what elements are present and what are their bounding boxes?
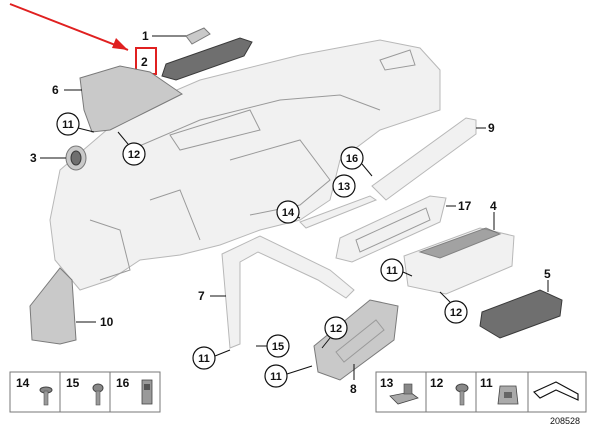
screw-12-icon — [455, 383, 469, 406]
profile-shape-icon — [532, 381, 579, 401]
callout-9: 9 — [488, 121, 495, 135]
box-label-11: 11 — [480, 376, 493, 390]
screw-15-icon — [92, 383, 104, 406]
callout-7: 7 — [198, 289, 205, 303]
part-7-pillar-trim — [221, 235, 355, 349]
clip-16-icon — [141, 379, 153, 405]
clip-13-icon — [389, 383, 419, 405]
svg-text:11: 11 — [62, 119, 74, 131]
callout-10: 10 — [100, 315, 114, 329]
part-9-trim-strip — [371, 117, 477, 201]
part-1-clip — [185, 27, 211, 45]
svg-text:14: 14 — [282, 207, 295, 219]
parts-box-group-left: 14 15 16 — [9, 371, 161, 413]
screw-14-icon — [39, 386, 53, 406]
svg-text:16: 16 — [346, 153, 358, 165]
callout-4: 4 — [490, 199, 497, 213]
callout-2: 2 — [141, 55, 148, 69]
circle-callout-11-c: 11 — [192, 346, 231, 370]
circle-callout-11-b: 11 — [380, 258, 413, 282]
svg-text:13: 13 — [338, 181, 350, 193]
red-arrow — [9, 3, 129, 51]
box-label-13: 13 — [380, 376, 394, 390]
svg-text:12: 12 — [450, 307, 462, 319]
svg-text:11: 11 — [270, 371, 282, 383]
circle-callout-14: 14 — [276, 200, 300, 224]
callout-5: 5 — [544, 267, 551, 281]
circle-callout-12-a: 12 — [117, 131, 146, 166]
callout-6: 6 — [52, 83, 59, 97]
circle-callout-15: 15 — [256, 334, 290, 358]
parts-box-group-right: 13 12 11 — [375, 371, 587, 413]
part-10-end-cap — [29, 267, 77, 345]
part-5-liner — [479, 289, 563, 339]
part-3-vent — [65, 145, 87, 171]
part-8-center-bracket — [313, 299, 399, 381]
circle-callout-12-b: 12 — [439, 291, 468, 324]
svg-text:12: 12 — [128, 149, 140, 161]
callout-3: 3 — [30, 151, 37, 165]
part-4-glovebox — [403, 227, 515, 295]
part-2-speaker-grille — [161, 37, 253, 81]
svg-text:12: 12 — [330, 323, 342, 335]
part-6-cover — [79, 65, 183, 133]
circle-callout-11-a: 11 — [56, 112, 95, 136]
box-label-14: 14 — [16, 376, 30, 390]
callout-17: 17 — [458, 199, 472, 213]
circle-callout-12-d: 12 — [321, 316, 348, 349]
callout-1: 1 — [142, 29, 149, 43]
circle-callout-11-d: 11 — [264, 364, 313, 388]
svg-text:15: 15 — [272, 341, 284, 353]
reference-number: 208528 — [550, 416, 580, 426]
clip-11-icon — [497, 385, 519, 405]
circle-callout-13: 13 — [332, 174, 356, 198]
circle-callout-16: 16 — [340, 146, 373, 177]
box-label-16: 16 — [116, 376, 130, 390]
part-14-trim-strip — [299, 195, 378, 229]
box-label-12: 12 — [430, 376, 444, 390]
part-17-bezel — [335, 195, 447, 263]
svg-text:11: 11 — [198, 353, 210, 365]
box-label-15: 15 — [66, 376, 80, 390]
callout-8: 8 — [350, 382, 357, 396]
svg-text:11: 11 — [386, 265, 398, 277]
